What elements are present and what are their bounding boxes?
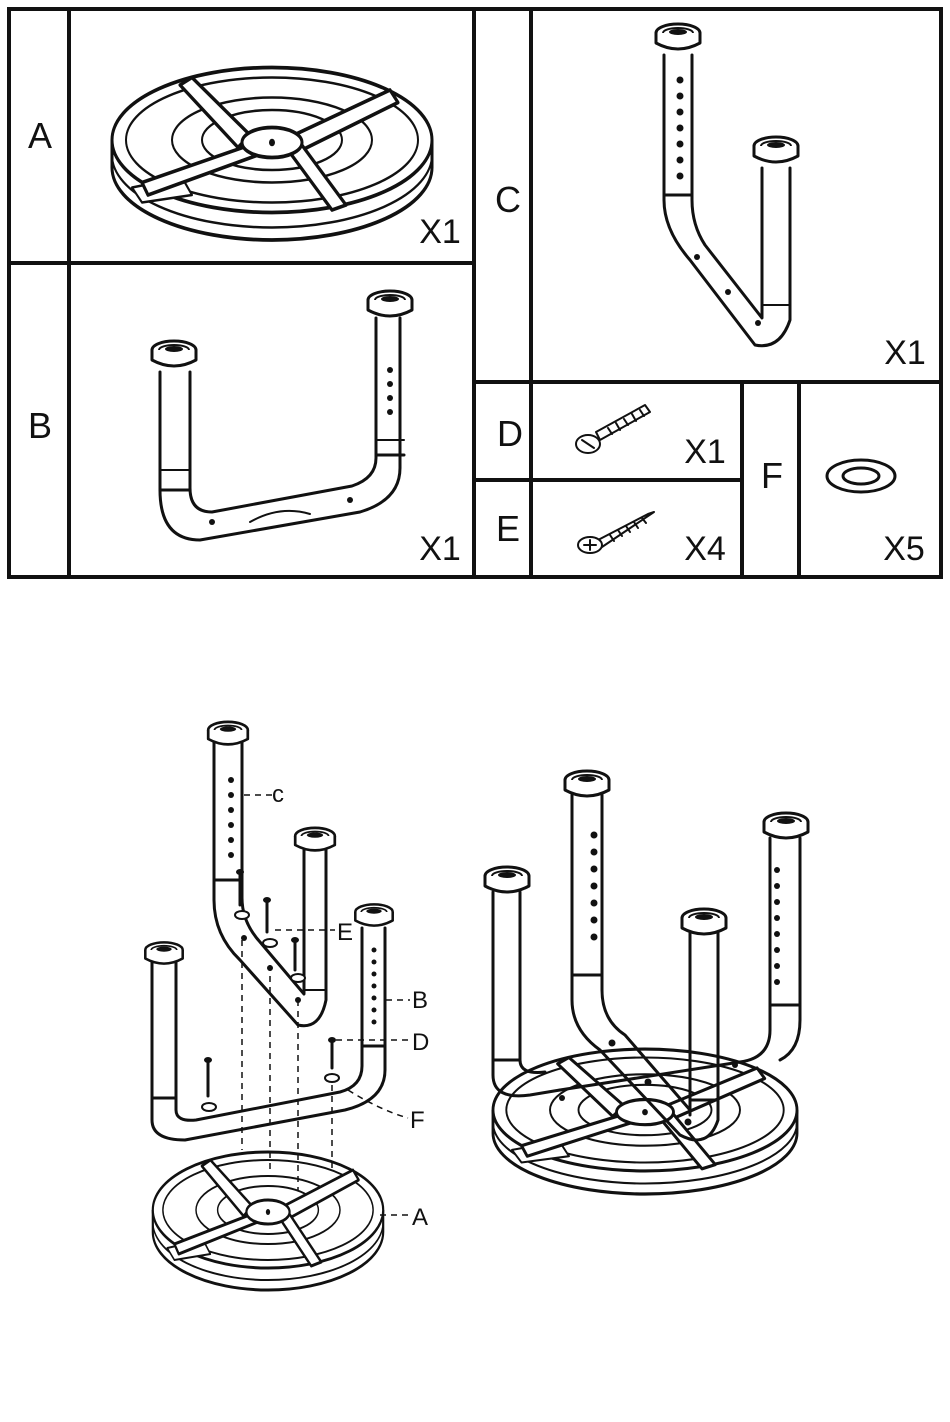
part-f-letter: F: [761, 455, 783, 496]
callout-f: F: [410, 1107, 425, 1134]
callout-b: B: [412, 987, 428, 1014]
callout-c: c: [272, 781, 284, 808]
part-d-bolt-illustration: [576, 405, 650, 453]
exploded-assembly-diagram: c E B D F A: [145, 722, 429, 1290]
part-f-qty: X5: [883, 530, 925, 568]
assembled-stool-diagram: [485, 771, 808, 1194]
part-b-letter: B: [28, 405, 52, 446]
part-d-qty: X1: [684, 433, 726, 471]
part-c-qty: X1: [884, 334, 926, 372]
part-b-leg-illustration: [152, 291, 412, 540]
part-a-qty: X1: [419, 213, 461, 251]
part-c-letter: C: [495, 179, 521, 220]
callout-e: E: [337, 919, 353, 946]
part-a-letter: A: [28, 115, 52, 156]
part-f-washer-illustration: [827, 460, 895, 492]
part-a-seat-illustration: [112, 68, 432, 241]
part-c-leg-illustration: [656, 24, 798, 346]
callout-a: A: [412, 1204, 428, 1231]
callout-d: D: [412, 1029, 429, 1056]
part-e-screw-illustration: [578, 512, 654, 553]
part-b-qty: X1: [419, 530, 461, 568]
part-d-letter: D: [497, 413, 523, 454]
part-e-letter: E: [496, 508, 520, 549]
part-e-qty: X4: [684, 530, 726, 568]
